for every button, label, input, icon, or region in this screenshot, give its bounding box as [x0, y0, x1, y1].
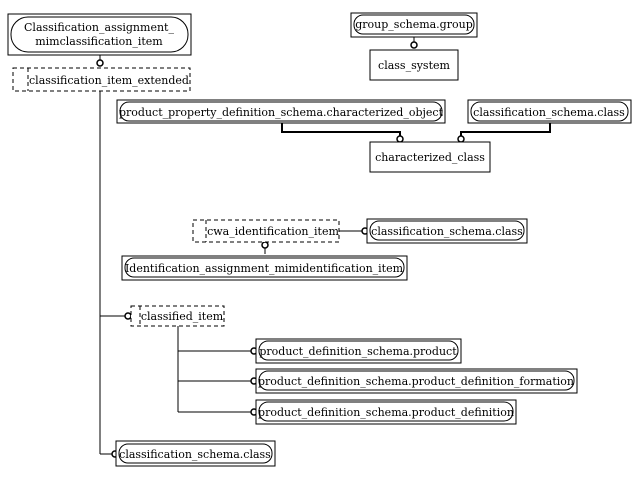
node-identification-assignment-pill — [124, 257, 405, 278]
endpoint-characterized-class-right — [457, 135, 465, 143]
node-classification-schema-class-mid[interactable]: classification_schema.class — [366, 218, 528, 244]
node-product-definition[interactable]: product_definition_schema.product_defini… — [255, 399, 517, 425]
node-classification-assignment-pill — [10, 16, 189, 53]
node-cwa-identification-item-label: cwa_identification_item — [207, 225, 339, 238]
endpoint-classified-item-left — [124, 312, 132, 320]
endpoint-class-system-top — [410, 41, 418, 49]
node-classified-item-box — [130, 305, 225, 327]
endpoint-identification-assignment-top — [261, 241, 269, 249]
node-classification-schema-class-bottom-pill — [118, 443, 273, 464]
node-product-definition-label: product_definition_schema.product_defini… — [258, 406, 514, 419]
connector-characterized-object-to-characterized-class — [281, 123, 401, 140]
node-product-definition-pill — [258, 401, 514, 422]
node-classification-schema-class-mid-pill — [369, 220, 525, 241]
node-characterized-object-pill — [119, 101, 443, 122]
node-group-schema-group-pill — [353, 14, 475, 35]
node-classification-schema-class-mid-label: classification_schema.class — [371, 225, 523, 238]
node-classification-assignment-line1: Classification_assignment_ — [24, 21, 174, 34]
node-classification-schema-class-bottom-label: classification_schema.class — [119, 448, 271, 461]
node-class-system-box — [369, 49, 459, 81]
node-classified-item-label: classified_item — [141, 310, 224, 323]
connector-lines — [99, 37, 551, 455]
node-classified-item[interactable]: classified_item — [130, 305, 225, 327]
node-identification-assignment[interactable]: Identification_assignment_mimidentificat… — [121, 255, 408, 281]
endpoint-extended-top — [96, 59, 104, 67]
node-cwa-identification-item[interactable]: cwa_identification_item — [192, 219, 340, 243]
node-product-definition-formation[interactable]: product_definition_schema.product_defini… — [255, 368, 578, 394]
node-characterized-object[interactable]: product_property_definition_schema.chara… — [116, 99, 446, 124]
node-characterized-class-box — [369, 141, 491, 173]
connector-class-top-to-characterized-class — [460, 123, 551, 140]
node-identification-assignment-label: Identification_assignment_mimidentificat… — [125, 262, 404, 275]
node-classification-schema-class-top[interactable]: classification_schema.class — [467, 99, 632, 124]
node-product-definition-formation-pill — [258, 370, 575, 391]
node-cwa-identification-item-box — [192, 219, 340, 243]
node-class-system-label: class_system — [378, 59, 450, 72]
node-group-schema-group[interactable]: group_schema.group — [350, 12, 478, 38]
node-classification-item-extended-box — [12, 67, 191, 92]
node-characterized-object-label: product_property_definition_schema.chara… — [119, 106, 444, 119]
node-classification-assignment[interactable]: Classification_assignment_ mimclassifica… — [7, 13, 192, 56]
node-product-definition-formation-label: product_definition_schema.product_defini… — [258, 375, 574, 388]
node-product[interactable]: product_definition_schema.product — [255, 338, 462, 364]
node-characterized-class-label: characterized_class — [375, 151, 485, 164]
endpoint-characterized-class-left — [396, 135, 404, 143]
node-classification-item-extended[interactable]: classification_item_extended — [12, 67, 191, 92]
node-classification-schema-class-top-label: classification_schema.class — [473, 106, 625, 119]
node-group-schema-group-label: group_schema.group — [355, 18, 472, 31]
node-product-label: product_definition_schema.product — [259, 345, 457, 358]
node-product-pill — [258, 340, 459, 361]
node-classification-item-extended-label: classification_item_extended — [29, 74, 189, 87]
node-classification-assignment-line2: mimclassification_item — [35, 35, 163, 48]
node-classification-schema-class-bottom[interactable]: classification_schema.class — [115, 440, 276, 467]
node-class-system[interactable]: class_system — [369, 49, 459, 81]
node-classification-schema-class-top-pill — [470, 101, 629, 122]
node-characterized-class[interactable]: characterized_class — [369, 141, 491, 173]
